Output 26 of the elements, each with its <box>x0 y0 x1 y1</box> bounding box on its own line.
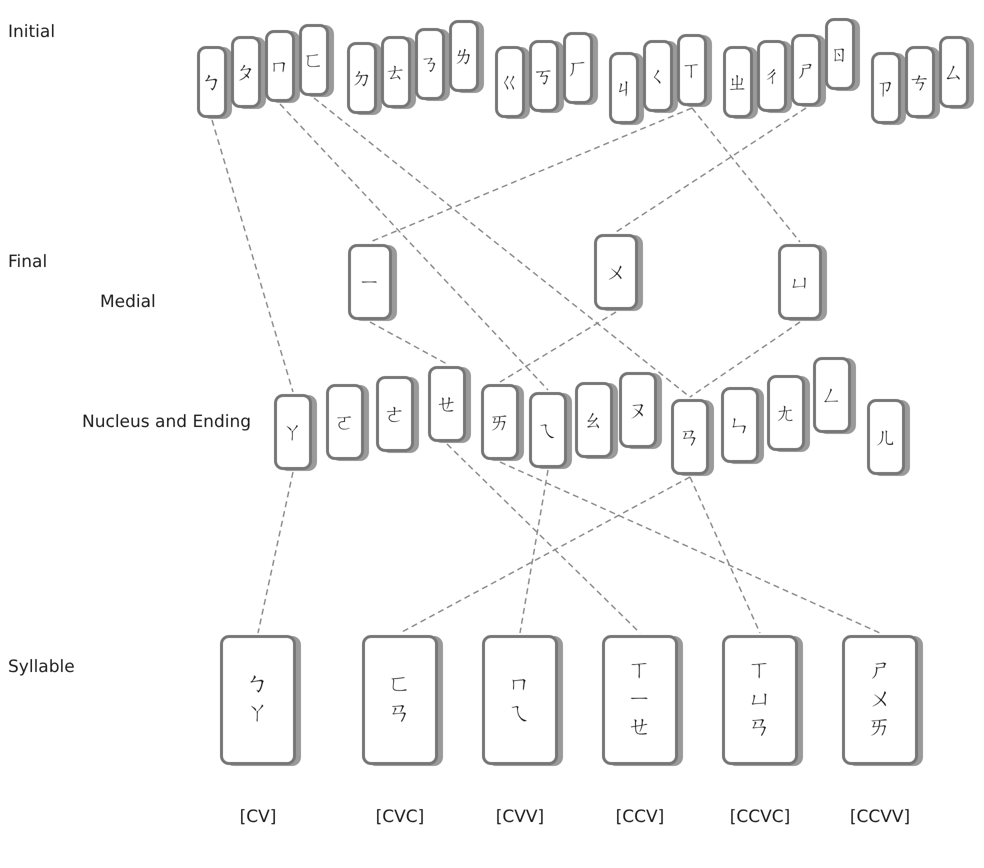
dashed-line <box>211 120 294 392</box>
level-label: Final <box>8 252 48 272</box>
dashed-line <box>519 470 549 634</box>
level-label: Syllable <box>8 657 75 677</box>
dashed-line <box>616 107 806 233</box>
dashed-line <box>370 321 448 365</box>
dashed-line <box>279 104 549 390</box>
level-label: Medial <box>100 292 156 312</box>
syllable-type-label: [CCVV] <box>848 807 912 827</box>
dashed-line <box>446 444 640 634</box>
dashed-line <box>314 97 690 398</box>
dashed-line <box>370 107 692 243</box>
level-label: Nucleus and Ending <box>82 411 252 434</box>
dashed-line <box>257 472 294 634</box>
dashed-line <box>690 321 800 398</box>
dashed-line <box>500 461 880 634</box>
dashed-line <box>691 108 801 242</box>
syllable-type-label: [CV] <box>238 807 278 827</box>
syllable-type-label: [CVV] <box>494 807 546 827</box>
syllable-type-label: [CCV] <box>614 807 666 827</box>
level-label: Initial <box>8 22 56 42</box>
dashed-line <box>689 476 761 634</box>
dashed-line <box>500 311 616 383</box>
syllable-type-label: [CVC] <box>374 807 426 827</box>
dashed-line <box>400 476 690 634</box>
syllable-type-label: [CCVC] <box>728 807 792 827</box>
